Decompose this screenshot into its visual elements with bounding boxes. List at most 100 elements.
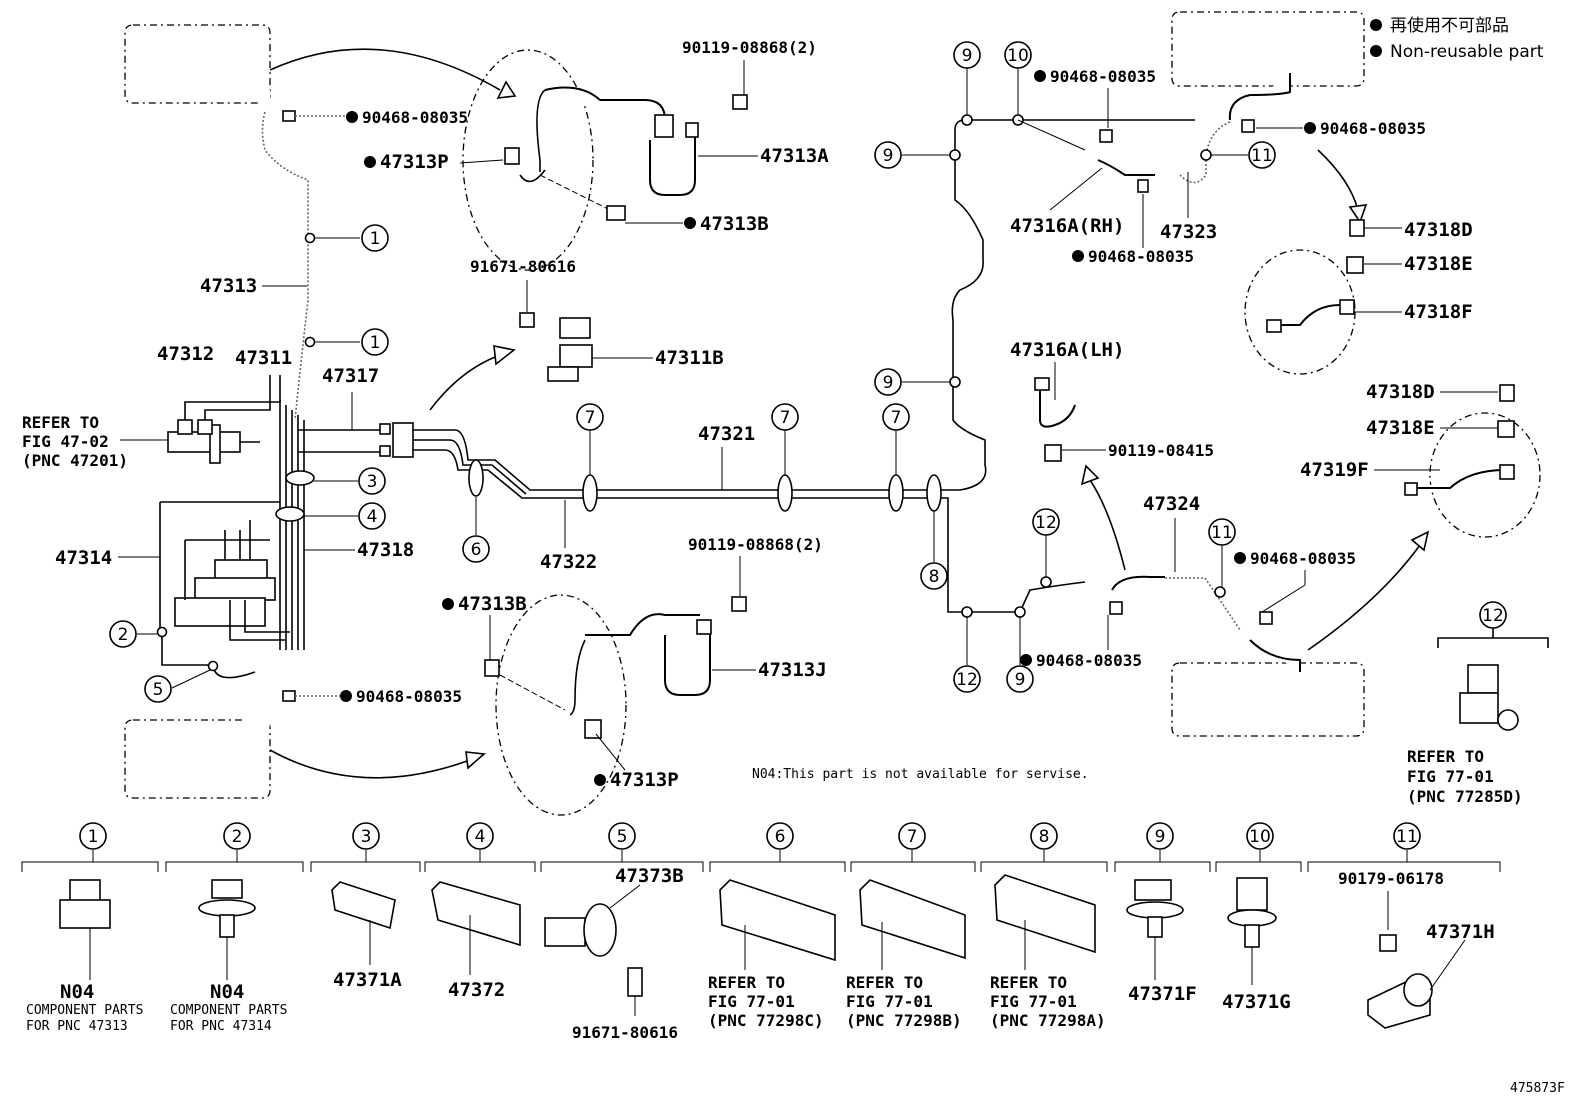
label: 47313 <box>200 275 257 297</box>
clamp-sub: 91671-80616 <box>572 1023 678 1042</box>
clamp-num: 2 <box>232 827 243 847</box>
clamp-num: 1 <box>88 827 99 847</box>
label: 47314 <box>55 547 112 569</box>
left-assembly <box>156 78 414 737</box>
callout-7: 7 <box>771 403 799 475</box>
callout-11: 11 <box>1208 518 1236 587</box>
label: 90119-08868(2) <box>682 38 817 57</box>
label: 90468-08035 <box>1250 549 1356 568</box>
svg-text:9: 9 <box>962 46 973 66</box>
clamp-6-shape <box>719 879 836 970</box>
svg-text:11: 11 <box>1251 146 1273 166</box>
clamp-desc: COMPONENT PARTS <box>170 1003 287 1018</box>
clamp-part: 47371F <box>1128 983 1197 1005</box>
label: 47317 <box>322 365 379 387</box>
label: 90468-08035 <box>1088 247 1194 266</box>
label: 47318F <box>1404 301 1473 323</box>
label: 47316A(LH) <box>1010 339 1124 361</box>
clamp-legend-row: 1 2 3 4 5 6 7 8 9 10 11 N04 COMPONENT PA… <box>21 822 1501 1042</box>
label: 90468-08035 <box>1036 651 1142 670</box>
svg-text:12: 12 <box>1035 513 1057 533</box>
svg-text:1: 1 <box>370 333 381 353</box>
svg-text:7: 7 <box>891 408 902 428</box>
callout-7: 7 <box>576 403 604 475</box>
clamp-4-shape <box>431 881 521 975</box>
refer-text: REFER TO <box>1407 747 1484 766</box>
rear-right-assembly <box>1017 73 1549 731</box>
callout-numbers: 1 1 3 4 2 5 6 7 7 7 8 9 10 9 9 11 12 11 … <box>109 41 1507 703</box>
label: 47313J <box>758 659 827 681</box>
clamp-num: 8 <box>1039 827 1050 847</box>
callout-12: 12 <box>1479 601 1507 629</box>
callout-9: 9 <box>874 141 950 169</box>
clamp-part: 47371A <box>333 969 402 991</box>
label: 47319F <box>1300 459 1369 481</box>
clamp-5-shape <box>544 884 643 1016</box>
abs-unit <box>214 559 268 581</box>
callout-9: 9 <box>874 368 950 396</box>
clamp-part: 47371G <box>1222 991 1291 1013</box>
clamp-1-shape <box>59 879 111 980</box>
clamp-num: 6 <box>775 827 786 847</box>
clamp-10-shape <box>1227 877 1277 985</box>
clamp-8-shape <box>994 874 1096 970</box>
callout-7: 7 <box>882 403 910 475</box>
flow-arrows <box>269 48 1430 779</box>
label: 90468-08035 <box>362 108 468 127</box>
legend-jp: 再使用不可部品 <box>1390 15 1509 36</box>
refer-text: FIG 77-01 <box>1407 767 1494 786</box>
callout-4: 4 <box>304 502 386 530</box>
label: 47313P <box>380 151 449 173</box>
label: 47313A <box>760 145 829 167</box>
svg-text:6: 6 <box>471 540 482 560</box>
label: 47322 <box>540 551 597 573</box>
clamp-part: 47373B <box>615 865 684 887</box>
refer-text: (PNC 77285D) <box>1407 787 1523 806</box>
clamp-num: 4 <box>475 827 486 847</box>
label: 47318E <box>1366 417 1435 439</box>
clamp-desc: FOR PNC 47313 <box>26 1019 128 1034</box>
clamp-2-shape <box>198 879 256 980</box>
label: 91671-80616 <box>470 257 576 276</box>
main-line <box>413 114 1195 618</box>
label: 90468-08035 <box>1050 67 1156 86</box>
callout-9: 9 <box>1006 617 1034 693</box>
label: 47324 <box>1143 493 1200 515</box>
label: 47313B <box>458 593 527 615</box>
label: 47321 <box>698 423 755 445</box>
clamp-num: 3 <box>361 827 372 847</box>
clamp-num: 7 <box>907 827 918 847</box>
clamp-refer: REFER TO <box>846 973 923 992</box>
clamp-part: N04 <box>210 981 244 1003</box>
callout-1: 1 <box>304 224 389 252</box>
clamp-part: 47372 <box>448 979 505 1001</box>
clamp-desc: COMPONENT PARTS <box>26 1003 143 1018</box>
refer-text: FIG 47-02 <box>22 432 109 451</box>
callout-10: 10 <box>1004 41 1032 115</box>
svg-text:12: 12 <box>956 670 978 690</box>
label: 90119-08415 <box>1108 441 1214 460</box>
label: 47313P <box>610 769 679 791</box>
callout-12: 12 <box>953 617 981 693</box>
legend: 再使用不可部品 Non-reusable part <box>1370 15 1544 62</box>
front-hose-top <box>462 49 748 271</box>
clamp-refer: FIG 77-01 <box>708 992 795 1011</box>
clamp-num: 5 <box>617 827 628 847</box>
clamp-sub: 90179-06178 <box>1338 869 1444 888</box>
clamp-refer: (PNC 77298B) <box>846 1011 962 1030</box>
clamp-refer: REFER TO <box>708 973 785 992</box>
svg-text:7: 7 <box>585 408 596 428</box>
svg-text:12: 12 <box>1482 606 1504 626</box>
front-hose-bottom <box>484 594 747 816</box>
figure-id: 475873F <box>1510 1081 1565 1096</box>
refer-text: (PNC 47201) <box>22 451 128 470</box>
label: 47318D <box>1404 219 1473 241</box>
svg-text:9: 9 <box>883 373 894 393</box>
callout-1: 1 <box>304 328 389 356</box>
clamp-refer: FIG 77-01 <box>990 992 1077 1011</box>
clamp-part: 47371H <box>1426 921 1495 943</box>
label: 90119-08868(2) <box>688 535 823 554</box>
label: 47318E <box>1404 253 1473 275</box>
wheel-area-boxes <box>124 11 1365 799</box>
